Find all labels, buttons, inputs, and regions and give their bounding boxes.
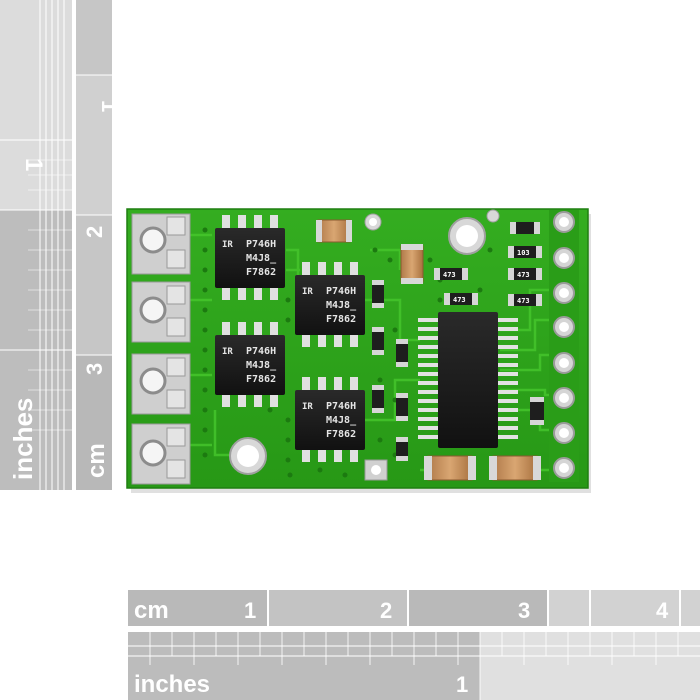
horizontal-ruler-cm-number: 4 (656, 598, 669, 623)
svg-text:IR: IR (302, 287, 313, 297)
mosfet-chip: IR P746H M4J8_ F7862 (215, 215, 285, 300)
chip-marking-line3: F7862 (326, 314, 356, 325)
resistor-code: 473 (453, 296, 466, 304)
vertical-ruler-inch-number: 1 (97, 100, 122, 112)
vertical-ruler-cm-number: 3 (82, 363, 107, 375)
chip-marking-line1: P746H (326, 286, 356, 297)
vias (202, 227, 493, 478)
header-pins (549, 210, 579, 482)
chip-marking-line1: P746H (326, 401, 356, 412)
chip-marking-line3: F7862 (246, 374, 276, 385)
mounting-holes (229, 209, 500, 481)
resistor-code: 103 (517, 249, 530, 257)
horizontal-ruler: cm 1 2 3 4 inches 1 (128, 590, 700, 700)
mosfet-chip: IR P746H M4J8_ F7862 (295, 262, 365, 347)
chip-marking-line2: M4J8_ (246, 253, 277, 264)
chip-marking-line2: M4J8_ (326, 415, 357, 426)
resistor-code: 473 (443, 271, 456, 279)
motor-driver-board: IR P746H M4J8_ F7862 IR P746H M4J8_ F786… (126, 208, 591, 493)
horizontal-ruler-inch-number: 1 (456, 672, 468, 697)
chip-marking-line2: M4J8_ (326, 300, 357, 311)
chip-marking-line1: P746H (246, 239, 276, 250)
driver-ic (418, 312, 518, 448)
motor-terminal-pads (131, 213, 191, 485)
resistor-code: 473 (517, 297, 530, 305)
svg-text:IR: IR (222, 240, 233, 250)
mosfet-chip: IR P746H M4J8_ F7862 (295, 377, 365, 462)
horizontal-ruler-cm-number: 2 (380, 598, 392, 623)
horizontal-ruler-cm-number: 3 (518, 598, 530, 623)
ceramic-capacitors (316, 219, 541, 481)
resistor-code: 473 (517, 271, 530, 279)
smd-resistors: 473 473 473 473 103 (372, 222, 544, 461)
horizontal-ruler-cm-label: cm (134, 597, 169, 624)
chip-marking-line3: F7862 (246, 267, 276, 278)
vertical-ruler-cm-number: 1 (20, 158, 47, 171)
svg-text:IR: IR (302, 402, 313, 412)
vertical-ruler-cm-label: cm (83, 443, 110, 478)
vertical-ruler: 1 inches 1 2 3 cm (0, 0, 122, 490)
vertical-ruler-inches-label: inches (8, 398, 38, 480)
horizontal-ruler-inches-label: inches (134, 671, 210, 698)
vertical-ruler-cm-number: 2 (82, 226, 107, 238)
chip-marking-line2: M4J8_ (246, 360, 277, 371)
chip-marking-line1: P746H (246, 346, 276, 357)
svg-text:IR: IR (222, 347, 233, 357)
horizontal-ruler-cm-number: 1 (244, 598, 256, 623)
mosfet-chip: IR P746H M4J8_ F7862 (215, 322, 285, 407)
chip-marking-line3: F7862 (326, 429, 356, 440)
